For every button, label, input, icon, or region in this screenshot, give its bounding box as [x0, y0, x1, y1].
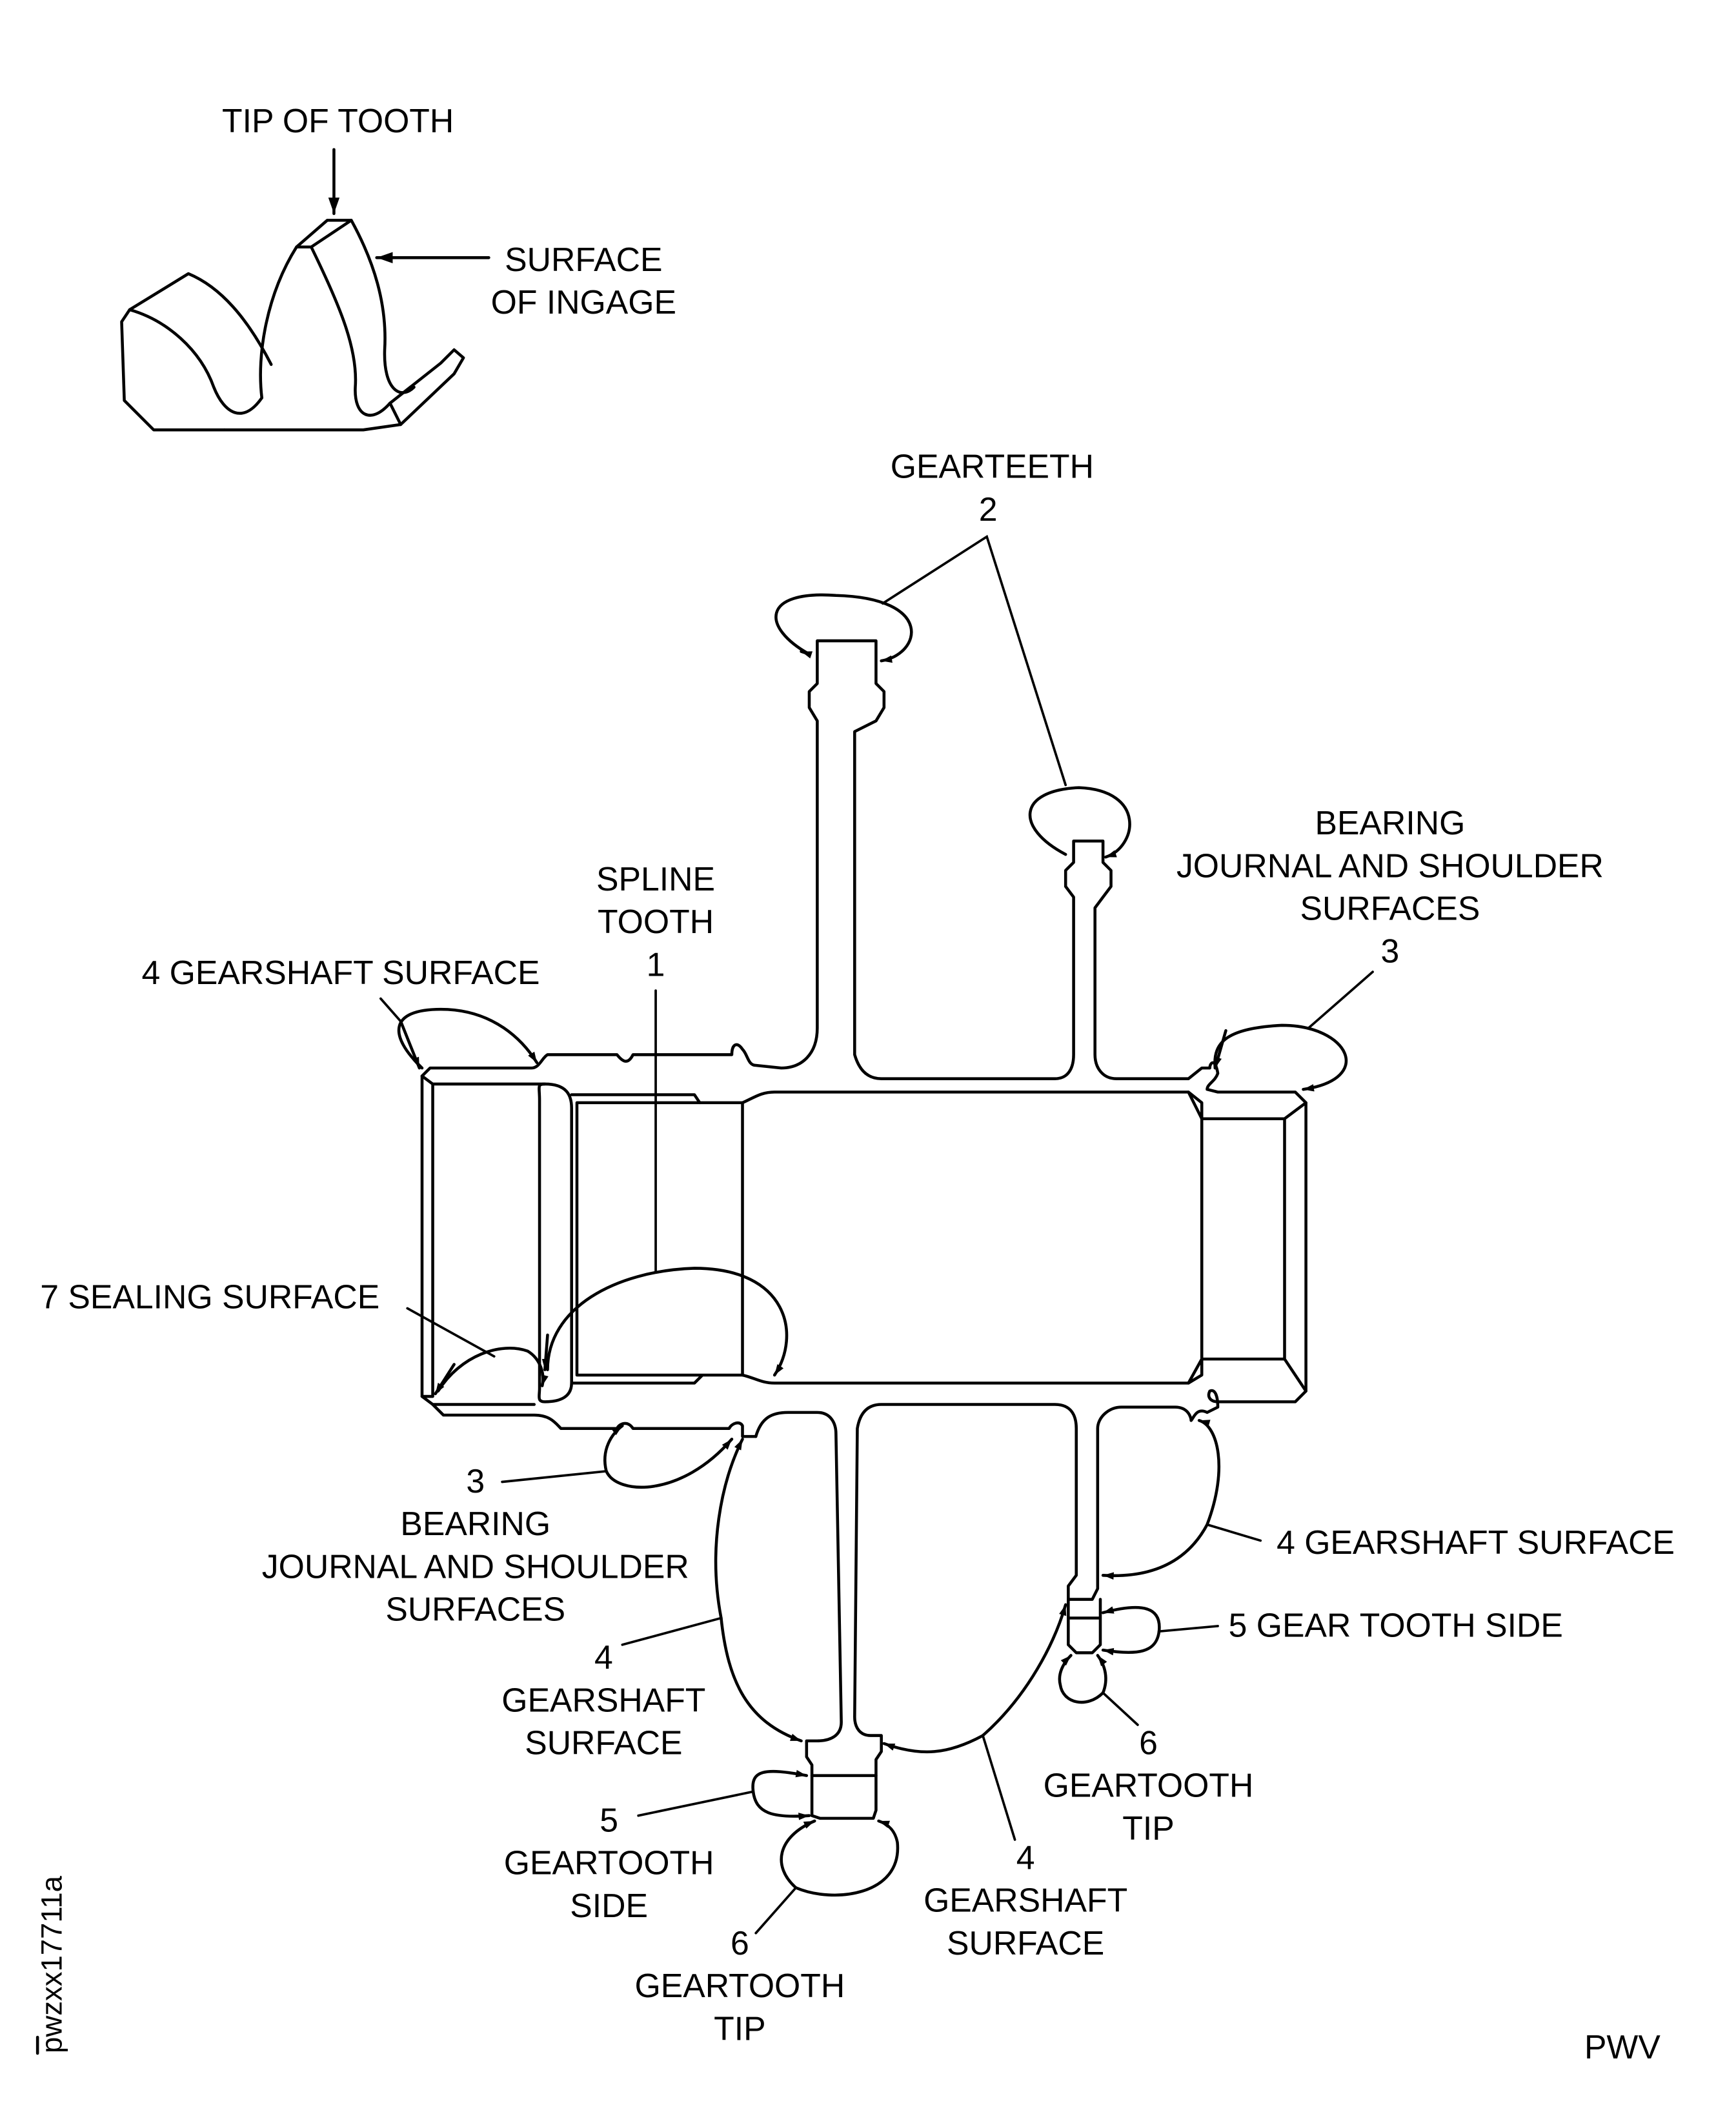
- gear-fragment-outline: [120, 219, 465, 432]
- geartooth-tip-right-line2: TIP: [1122, 1809, 1174, 1847]
- callout-geartooth-tip-right: 6 GEARTOOTH TIP: [1044, 1654, 1254, 1847]
- geartooth-side-left-line1: GEARTOOTH: [504, 1844, 714, 1882]
- callout-bearing-top: BEARING JOURNAL AND SHOULDER SURFACES 3: [1176, 804, 1604, 1092]
- gearteeth-lower-loop: [1028, 786, 1131, 859]
- bearing-bottom-line3: SURFACES: [385, 1591, 565, 1628]
- gearshaft-left-line2: SURFACE: [525, 1724, 682, 1762]
- geartooth-tip-left-line1: GEARTOOTH: [635, 1967, 845, 2004]
- figure-code: pwzxx17711a: [35, 1875, 68, 2053]
- geartooth-tip-left-line2: TIP: [714, 2009, 765, 2047]
- spline-line1: SPLINE: [596, 860, 715, 898]
- surface-of-ingage-label-line2: OF INGAGE: [491, 283, 676, 321]
- gearteeth-top-loop: [774, 593, 913, 663]
- callout-spline-tooth: SPLINE TOOTH 1: [541, 860, 789, 1377]
- bearing-bottom-line1: BEARING: [400, 1505, 550, 1542]
- geartooth-tip-right-line1: GEARTOOTH: [1044, 1767, 1254, 1804]
- callout-gearshaft-left: 4 GEARSHAFT SURFACE: [501, 1437, 803, 1762]
- tip-of-tooth-label: TIP OF TOOTH: [222, 102, 454, 139]
- corner-mark-pwv: PWV: [1584, 2028, 1660, 2066]
- spline-line2: TOOTH: [598, 903, 714, 940]
- callout-gearshaft-top-left: 4 GEARSHAFT SURFACE: [142, 954, 540, 1070]
- spline-number: 1: [647, 945, 665, 983]
- callout-gear-tooth-side-right: 5 GEAR TOOTH SIDE: [1101, 1605, 1563, 1656]
- bearing-top-number: 3: [1381, 932, 1400, 970]
- geartooth-side-left-line2: SIDE: [570, 1887, 648, 1924]
- callout-geartooth-tip-left: 6 GEARTOOTH TIP: [635, 1819, 900, 2047]
- gearteeth-label: GEARTEETH: [891, 448, 1094, 485]
- gearshaft-center-line2: SURFACE: [947, 1924, 1104, 1962]
- callout-gearteeth: GEARTEETH 2: [774, 448, 1131, 859]
- callout-geartooth-side-left: 5 GEARTOOTH SIDE: [504, 1769, 811, 1924]
- geartooth-tip-right-number: 6: [1139, 1724, 1158, 1762]
- bearing-bottom-line2: JOURNAL AND SHOULDER: [262, 1547, 689, 1585]
- callout-bearing-bottom: 3 BEARING JOURNAL AND SHOULDER SURFACES: [262, 1424, 734, 1628]
- gearshaft-left-number: 4: [594, 1638, 613, 1676]
- sealing-surface-label: 7 SEALING SURFACE: [40, 1278, 379, 1316]
- bearing-bottom-number: 3: [466, 1462, 485, 1500]
- gearshaft-cross-section: [420, 639, 1307, 1820]
- gear-tooth-side-right-label: 5 GEAR TOOTH SIDE: [1229, 1606, 1563, 1644]
- gearteeth-number: 2: [979, 490, 998, 528]
- callout-sealing-surface: 7 SEALING SURFACE: [40, 1278, 549, 1396]
- figure-code-block: pwzxx17711a: [35, 1875, 68, 2055]
- gearshaft-center-line1: GEARSHAFT: [924, 1882, 1127, 1919]
- surface-of-ingage-label-line1: SURFACE: [505, 241, 662, 278]
- gearshaft-left-line1: GEARSHAFT: [501, 1681, 705, 1718]
- bearing-top-line2: JOURNAL AND SHOULDER: [1176, 847, 1604, 884]
- geartooth-side-left-number: 5: [600, 1802, 618, 1839]
- gearshaft-right-label: 4 GEARSHAFT SURFACE: [1277, 1524, 1675, 1561]
- callout-gearshaft-right: 4 GEARSHAFT SURFACE: [1101, 1419, 1675, 1580]
- gearshaft-center-number: 4: [1016, 1838, 1035, 1876]
- bearing-top-line3: SURFACES: [1300, 889, 1480, 927]
- bearing-top-line1: BEARING: [1315, 804, 1466, 841]
- callout-gearshaft-center: 4 GEARSHAFT SURFACE: [882, 1603, 1127, 1962]
- geartooth-tip-left-number: 6: [731, 1924, 749, 1962]
- gear-tooth-detail-view: TIP OF TOOTH SURFACE OF INGAGE: [120, 102, 676, 432]
- gearshaft-top-left-label: 4 GEARSHAFT SURFACE: [142, 954, 540, 991]
